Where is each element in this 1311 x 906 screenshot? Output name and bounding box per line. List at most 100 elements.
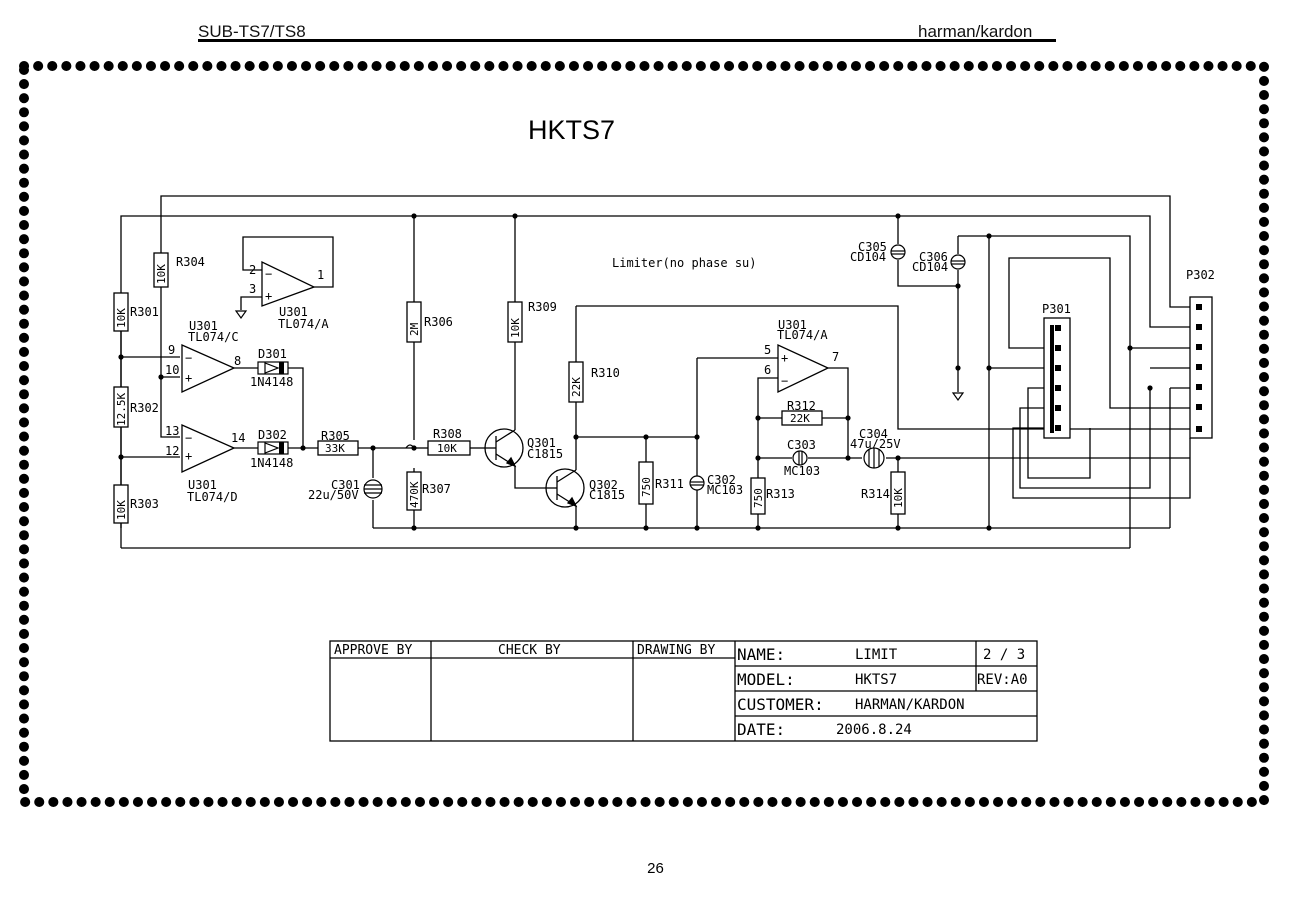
pin-numbers: 2 3 1 9 10 8 13 12 14 5 6 7: [165, 263, 839, 458]
svg-text:+: +: [185, 371, 192, 385]
resistor-r309: [507, 301, 523, 343]
r302-ref: R302: [130, 401, 159, 415]
capacitor-c302: [689, 475, 705, 491]
pin-label: 8: [234, 354, 241, 368]
customer-label: CUSTOMER:: [737, 695, 824, 714]
opamp-u301c: [181, 344, 236, 394]
c306-value: CD104: [912, 260, 948, 274]
capacitors: [363, 244, 966, 499]
wires: [120, 195, 1191, 549]
r303-value: 10K: [115, 500, 128, 520]
r310-ref: R310: [591, 366, 620, 380]
u301c-ref: U301: [189, 319, 218, 333]
reference-labels: R304 R301 R302 R303 R305 R306 R307 R308 …: [130, 240, 1215, 511]
r304-ref: R304: [176, 255, 205, 269]
resistor-values: 10K 10K 12.5K 10K 33K 2M 470K 10K 10K 22…: [115, 264, 905, 520]
header-model: SUB-TS7/TS8: [198, 22, 306, 41]
junctions: [118, 213, 1153, 531]
c304-value: 47u/25V: [850, 437, 901, 451]
r304-value: 10K: [155, 264, 168, 284]
svg-text:+: +: [265, 289, 272, 303]
capacitor-c301: [363, 479, 383, 499]
ground-icon: [234, 310, 248, 320]
c301-ref: C301: [331, 478, 360, 492]
svg-text:−: −: [185, 431, 192, 445]
check-by-label: CHECK BY: [498, 643, 561, 658]
pin-label: 13: [165, 424, 179, 438]
resistor-r305: [317, 440, 359, 456]
pin-label: 10: [165, 363, 179, 377]
resistor-r302: [113, 386, 129, 428]
u301a-top-ref: U301: [279, 305, 308, 319]
resistor-r308: [427, 440, 471, 456]
c303-ref: C303: [787, 438, 816, 452]
c303-value: MC103: [784, 464, 820, 478]
r312-value: 22K: [790, 412, 810, 425]
r306-ref: R306: [424, 315, 453, 329]
d301-ref: D301: [258, 347, 287, 361]
d302-ref: D302: [258, 428, 287, 442]
c301-value: 22u/50V: [308, 488, 359, 502]
u301d-ref: U301: [188, 478, 217, 492]
diode-d302: [257, 441, 289, 455]
u301d-value: TL074/D: [187, 490, 238, 504]
r313-value: 750: [752, 488, 765, 508]
pin-label: 9: [168, 343, 175, 357]
sheet-number: 2 / 3: [983, 647, 1025, 663]
capacitor-c304: [863, 447, 885, 469]
model-value: HKTS7: [855, 672, 897, 688]
resistor-r310: [568, 361, 584, 403]
pin-label: 5: [764, 343, 771, 357]
p301-ref: P301: [1042, 302, 1071, 316]
pin-label: 7: [832, 350, 839, 364]
opamp-u301a: [777, 343, 830, 394]
resistor-r307: [406, 471, 422, 511]
pin-label: 1: [317, 268, 324, 282]
capacitor-c303: [792, 450, 808, 466]
r306-value: 2M: [408, 322, 421, 336]
page-number: 26: [647, 860, 664, 877]
resistor-r311: [638, 461, 654, 505]
resistor-r304: [153, 252, 169, 288]
svg-text:−: −: [185, 351, 192, 365]
r308-ref: R308: [433, 427, 462, 441]
c305-value: CD104: [850, 250, 886, 264]
r311-value: 750: [640, 477, 653, 497]
r303-ref: R303: [130, 497, 159, 511]
r307-ref: R307: [422, 482, 451, 496]
pin-label: 6: [764, 363, 771, 377]
c302-value: MC103: [707, 483, 743, 497]
u301a-ref: U301: [778, 318, 807, 332]
resistor-r301: [113, 292, 129, 332]
sheet-border: [19, 61, 1269, 807]
connector-p301: [1043, 317, 1071, 439]
r302-value: 12.5K: [115, 393, 128, 426]
resistor-r314: [890, 471, 906, 515]
q301-ref: Q301: [527, 436, 556, 450]
q302-value: C1815: [589, 488, 625, 502]
r301-ref: R301: [130, 305, 159, 319]
r309-value: 10K: [509, 318, 522, 338]
r313-ref: R313: [766, 487, 795, 501]
op-amps: [181, 260, 830, 474]
c306-ref: C306: [919, 250, 948, 264]
opamp-u301d: [181, 424, 236, 474]
pin-label: 14: [231, 431, 245, 445]
u301a-value: TL074/A: [777, 328, 828, 342]
opamp-u301a-top: [261, 260, 316, 307]
resistor-r312: [781, 410, 823, 426]
d302-value: 1N4148: [250, 456, 293, 470]
diodes: [257, 361, 289, 455]
model-label: MODEL:: [737, 670, 795, 689]
revision: REV:A0: [977, 672, 1028, 688]
p302-ref: P302: [1186, 268, 1215, 282]
ground-symbols: [234, 310, 965, 402]
transistor-q302: [545, 468, 585, 508]
u301a-top-value: TL074/A: [278, 317, 329, 331]
r307-value: 470K: [408, 481, 421, 508]
r310-value: 22K: [570, 377, 583, 397]
svg-text:+: +: [781, 351, 788, 365]
svg-text:−: −: [781, 374, 788, 388]
date-label: DATE:: [737, 720, 785, 739]
